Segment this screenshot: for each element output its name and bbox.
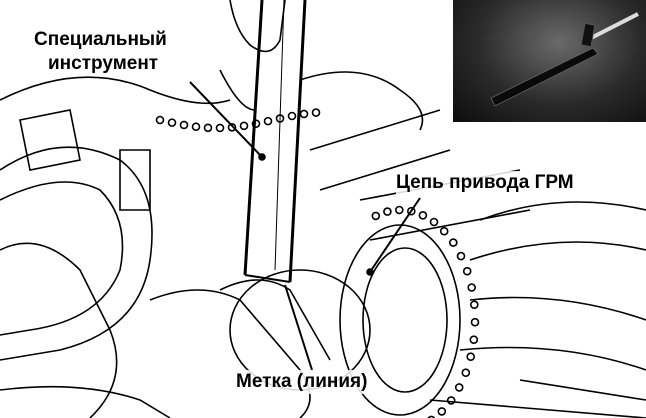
chain-link [456, 251, 466, 261]
chain-link [383, 207, 392, 216]
chain-link [466, 352, 476, 362]
chain-link [437, 407, 447, 416]
chain-link [418, 211, 428, 220]
chain-link [429, 217, 439, 227]
chain-link [461, 368, 471, 378]
tool-photo-drawing [490, 12, 639, 107]
chain-link [454, 383, 464, 392]
chain-link [467, 283, 477, 292]
chain-link [462, 266, 472, 276]
label-timing-chain: Цепь привода ГРМ [396, 171, 574, 195]
chain-link [203, 123, 213, 133]
leader-special-tool [189, 81, 263, 158]
label-special-tool: Специальный инструмент [34, 28, 167, 76]
chain-link [287, 111, 297, 121]
chain-link [469, 300, 479, 310]
chain-link [469, 335, 479, 345]
special-tool [243, 0, 307, 283]
chain-link [191, 122, 201, 132]
chain-link [227, 122, 237, 132]
label-special-tool-line1: Специальный [34, 29, 167, 50]
chain-link [311, 108, 321, 117]
label-special-tool-line2: инструмент [48, 53, 159, 74]
chain-link [179, 120, 189, 130]
camshaft-sprocket [339, 224, 461, 416]
chain-link [263, 116, 273, 126]
chain-link [448, 238, 458, 247]
chain-link [394, 205, 404, 215]
leader-timing-chain [369, 197, 421, 273]
chain-link [470, 317, 480, 327]
chain-link [427, 415, 436, 418]
chain-link [167, 118, 177, 127]
chain-link [299, 109, 309, 119]
label-mark: Метка (линия) [236, 370, 368, 394]
chain-link [406, 206, 416, 216]
chain-link [439, 226, 449, 236]
timing-chain [155, 108, 480, 418]
special-tool-photo [453, 0, 646, 122]
chain-link [446, 396, 456, 405]
chain-link [215, 123, 225, 133]
chain-link [155, 115, 165, 125]
leader-mark [284, 284, 313, 371]
chain-link [371, 211, 381, 221]
chain-link [239, 121, 249, 131]
